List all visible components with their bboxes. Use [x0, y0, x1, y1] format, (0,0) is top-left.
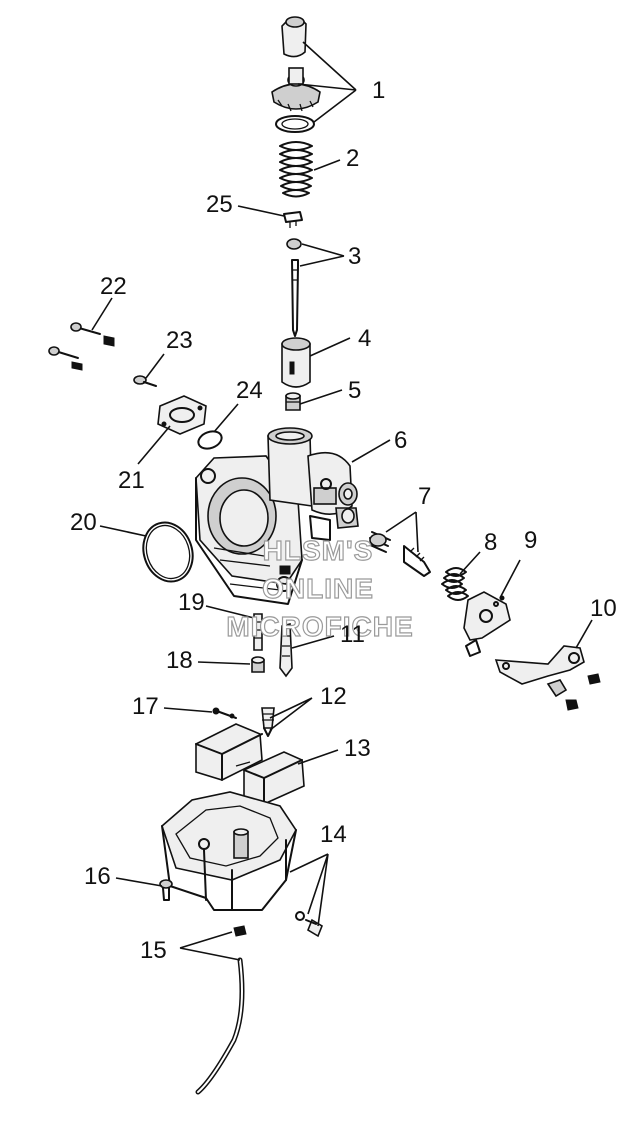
- callout-10: 10: [590, 595, 617, 622]
- callout-4: 4: [358, 325, 371, 352]
- callout-13: 13: [344, 735, 371, 762]
- callout-15: 15: [140, 937, 167, 964]
- callout-18: 18: [166, 647, 193, 674]
- part-15-drain-hose: [195, 925, 247, 1095]
- leader-lines: [91, 41, 593, 961]
- callout-2: 2: [346, 145, 359, 172]
- part-10-throttle-lever: [494, 645, 601, 711]
- part-20-bowl-gasket: [142, 521, 194, 583]
- part-23-screw: [133, 375, 157, 387]
- callout-11: 11: [340, 621, 365, 648]
- part-7-pilot-screw: [367, 531, 431, 577]
- part-16-bowl-screw: [159, 879, 173, 901]
- part-18-main-jet: [251, 656, 265, 673]
- part-2-spring: [279, 141, 313, 198]
- part-19-pilot-jet: [253, 613, 263, 651]
- callout-20: 20: [70, 509, 97, 536]
- callout-6: 6: [394, 427, 407, 454]
- watermark-line-1: HLSM'S: [263, 535, 374, 566]
- float-bowl: [161, 791, 297, 911]
- callout-numbers: 1 2 25 3 22 4 23 5 24 6 21 7 20 8 9 19 1…: [70, 77, 617, 964]
- callout-7: 7: [418, 483, 431, 510]
- callout-17: 17: [132, 693, 159, 720]
- callout-5: 5: [348, 377, 361, 404]
- watermark-line-3: MICROFICHE: [226, 611, 413, 642]
- callout-8: 8: [484, 529, 497, 556]
- callout-19: 19: [178, 589, 205, 616]
- callout-9: 9: [524, 527, 537, 554]
- part-5-needle-jet: [285, 392, 301, 411]
- callout-16: 16: [84, 863, 111, 890]
- watermark: HLSM'S ONLINE MICROFICHE: [226, 534, 414, 642]
- part-21-insulator: [157, 395, 207, 435]
- callout-14: 14: [320, 821, 347, 848]
- part-3-jet-needle: [286, 238, 302, 337]
- part-12-float-valve: [261, 707, 275, 737]
- part-25-clip: [283, 211, 303, 228]
- part-8-return-spring: [441, 567, 469, 601]
- part-9-bracket-plate: [463, 591, 511, 657]
- part-22-screws: [48, 322, 115, 371]
- part-4-throttle-slide: [281, 337, 311, 388]
- part-1-top-cap-assembly: [271, 16, 321, 133]
- callout-1: 1: [372, 77, 385, 104]
- part-6-carburetor-body: [195, 427, 359, 605]
- callout-24: 24: [236, 377, 263, 404]
- watermark-line-2: ONLINE: [262, 573, 374, 604]
- callout-25: 25: [206, 191, 233, 218]
- part-17-pin: [212, 707, 237, 719]
- part-24-gasket: [197, 430, 223, 450]
- part-13-float: [195, 723, 305, 805]
- callout-23: 23: [166, 327, 193, 354]
- callout-12: 12: [320, 683, 347, 710]
- callout-22: 22: [100, 273, 127, 300]
- callout-21: 21: [118, 467, 145, 494]
- callout-3: 3: [348, 243, 361, 270]
- part-11-main-jet-holder: [279, 622, 293, 678]
